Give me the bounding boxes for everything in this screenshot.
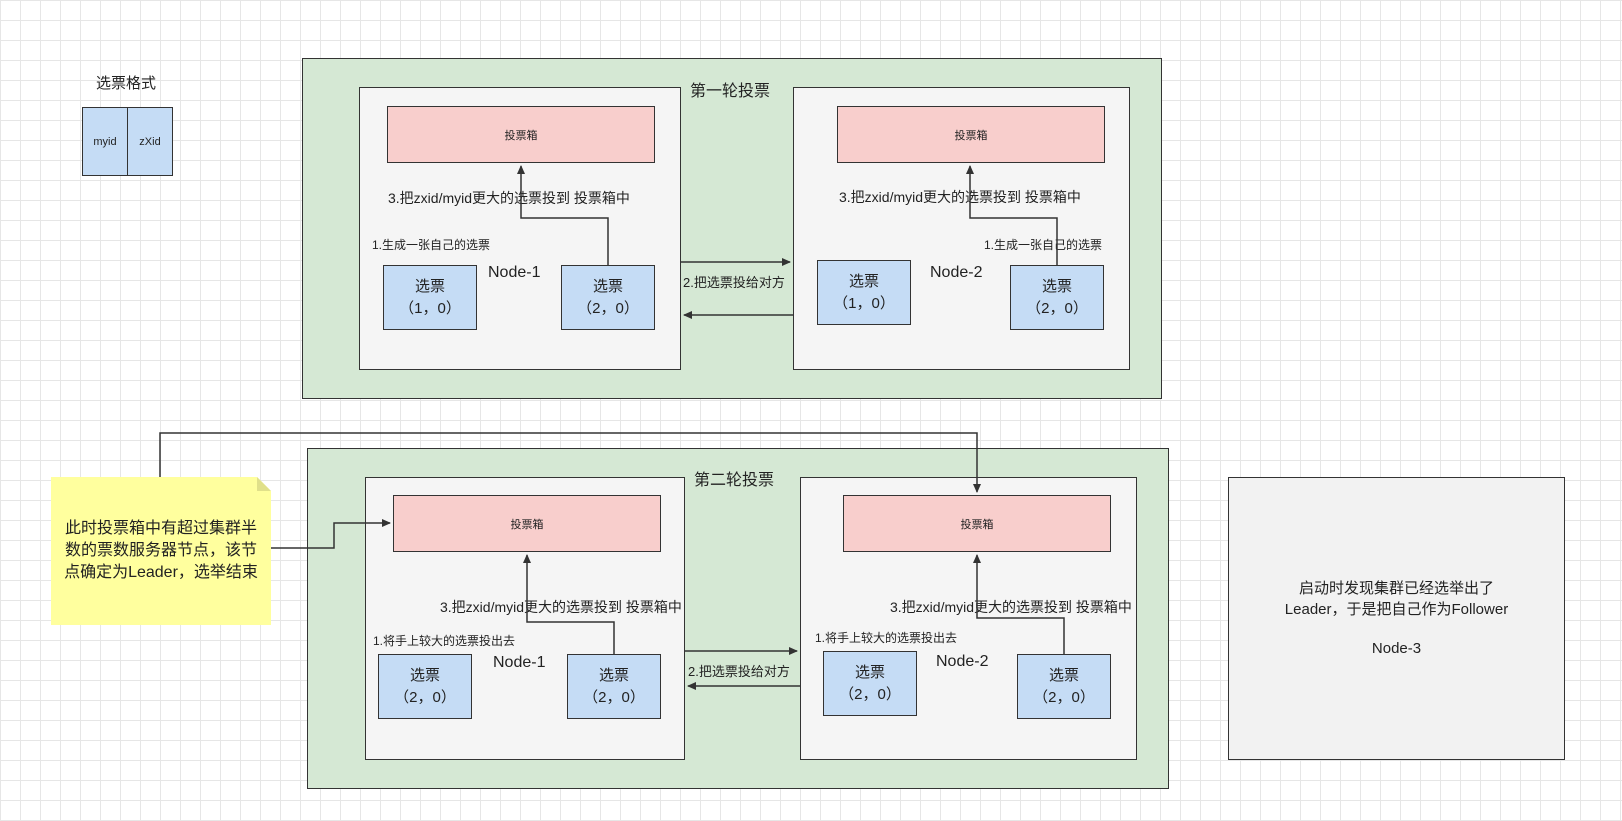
ballot-title: 选票 (1048, 666, 1079, 684)
ballot-title: 选票 (592, 277, 623, 295)
round2-node2-ballot-box: 投票箱 (843, 495, 1111, 552)
ballot-value: （2，0） (1026, 299, 1088, 317)
round1-node2-ballot-a: 选票 （1，0） (817, 260, 911, 325)
round1-node2-ballot-box: 投票箱 (837, 106, 1105, 163)
sticky-note: 此时投票箱中有超过集群半数的票数服务器节点，该节点确定为Leader，选举结束 (51, 477, 271, 625)
round2-send-label: 2.把选票投给对方 (688, 664, 790, 679)
round2-node1-ballot-b: 选票 （2，0） (567, 654, 661, 719)
ballot-title: 选票 (414, 277, 445, 295)
round1-node1-ballot-box: 投票箱 (387, 106, 655, 163)
ballot-title: 选票 (598, 666, 629, 684)
round1-node2-generate-label: 1.生成一张自己的选票 (984, 238, 1103, 252)
round2-title: 第二轮投票 (694, 472, 775, 489)
ballot-value: （2，0） (583, 688, 645, 706)
round2-node1-generate-label: 1.将手上较大的选票投出去 (373, 634, 516, 648)
ballot-title: 选票 (854, 663, 885, 681)
round2-node2-ballot-a: 选票 （2，0） (823, 651, 917, 716)
round1-node2-name: Node-2 (930, 264, 983, 281)
ballot-value: （2，0） (577, 299, 639, 317)
ballot-value: （2，0） (1033, 688, 1095, 706)
node3-text: 启动时发现集群已经选举出了Leader，于是把自己作为Follower (1284, 580, 1509, 618)
sticky-note-text: 此时投票箱中有超过集群半数的票数服务器节点，该节点确定为Leader，选举结束 (64, 520, 258, 581)
round2-node2-vote-label: 3.把zxid/myid更大的选票投到 投票箱中 (890, 599, 1132, 615)
ballot-value: （2，0） (394, 688, 456, 706)
round1-node1-vote-label: 3.把zxid/myid更大的选票投到 投票箱中 (388, 190, 630, 206)
node3: 启动时发现集群已经选举出了Leader，于是把自己作为Follower Node… (1228, 477, 1565, 760)
round2-node1-ballot-box: 投票箱 (393, 495, 661, 552)
legend-myid-cell: myid (82, 107, 128, 176)
round2-node2-generate-label: 1.将手上较大的选票投出去 (815, 631, 958, 645)
round1-node2-vote-label: 3.把zxid/myid更大的选票投到 投票箱中 (839, 189, 1081, 205)
round2-node1-ballot-a: 选票 （2，0） (378, 654, 472, 719)
ballot-value: （1，0） (833, 294, 895, 312)
legend-zxid-cell: zXid (127, 107, 173, 176)
round1-node2-ballot-b: 选票 （2，0） (1010, 265, 1104, 330)
round1-node1-ballot-a: 选票 （1，0） (383, 265, 477, 330)
round1-node1-generate-label: 1.生成一张自己的选票 (372, 238, 491, 252)
round2-node2-name: Node-2 (936, 653, 989, 670)
legend-title: 选票格式 (96, 75, 157, 92)
ballot-title: 选票 (1041, 277, 1072, 295)
node3-name: Node-3 (1371, 640, 1422, 657)
round1-node1-ballot-b: 选票 （2，0） (561, 265, 655, 330)
sticky-note-fold (257, 477, 271, 491)
ballot-value: （2，0） (839, 685, 901, 703)
round1-send-label: 2.把选票投给对方 (683, 275, 785, 290)
ballot-title: 选票 (409, 666, 440, 684)
round2-node1-name: Node-1 (493, 654, 546, 671)
ballot-title: 选票 (848, 272, 879, 290)
round2-node1-vote-label: 3.把zxid/myid更大的选票投到 投票箱中 (440, 599, 682, 615)
round2-node2-ballot-b: 选票 （2，0） (1017, 654, 1111, 719)
ballot-value: （1，0） (399, 299, 461, 317)
round1-title: 第一轮投票 (690, 83, 771, 100)
round1-node1-name: Node-1 (488, 264, 541, 281)
